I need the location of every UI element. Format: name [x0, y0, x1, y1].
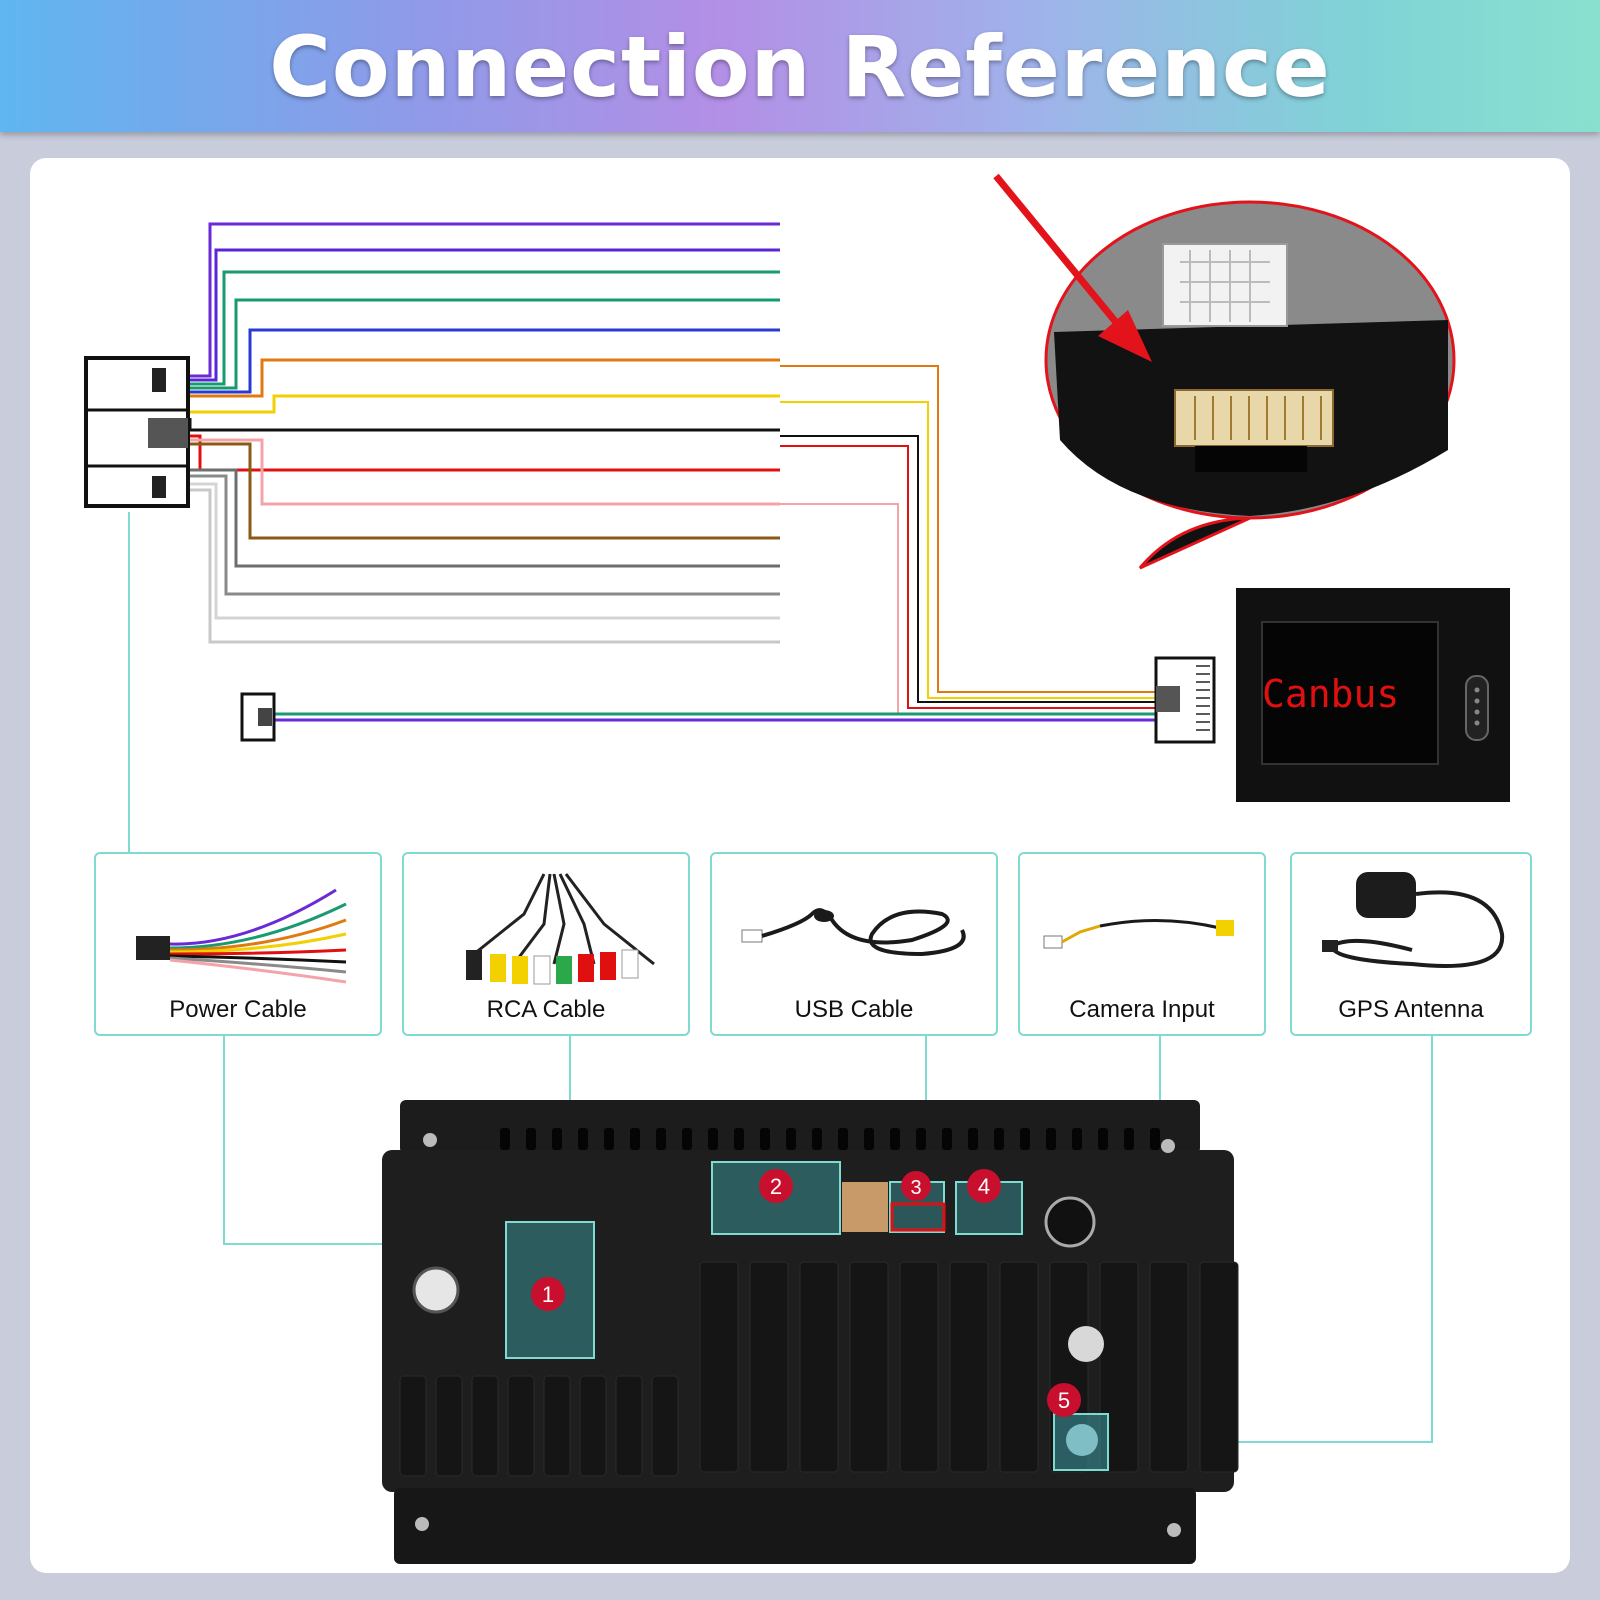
harness-wire [190, 442, 780, 540]
usb-cable-icon [741, 908, 966, 957]
harness-wire [190, 468, 780, 568]
card-power-cable-label: Power Cable [169, 996, 307, 1023]
heatsink-fin [1099, 1261, 1139, 1473]
canbus-wire [780, 435, 1156, 703]
port-badge-1: 1 [542, 1282, 554, 1307]
vent-slot [890, 1128, 900, 1150]
vent-slots [399, 1128, 1239, 1477]
vent-slot [526, 1128, 536, 1150]
harness-wire [190, 248, 780, 382]
heatsink-fin [543, 1375, 571, 1477]
card-rca-cable-label: RCA Cable [486, 996, 606, 1023]
vent-slot [630, 1128, 640, 1150]
vent-slot [656, 1128, 666, 1150]
harness-wire [190, 488, 780, 644]
heatsink-fin [471, 1375, 499, 1477]
canbus-plug [1154, 656, 1216, 744]
vent-slot [760, 1128, 770, 1150]
heatsink-fin [1199, 1261, 1239, 1473]
card-usb-cable[interactable]: USB Cable [710, 852, 998, 1036]
vent-slot [682, 1128, 692, 1150]
vent-slot [864, 1128, 874, 1150]
harness-wire [188, 418, 780, 432]
canbus-label: Canbus [1262, 672, 1400, 716]
vent-slot [968, 1128, 978, 1150]
title-banner: Connection Reference [0, 0, 1600, 132]
heatsink-fin [579, 1375, 607, 1477]
vent-slot [1072, 1128, 1082, 1150]
vent-slot [708, 1128, 718, 1150]
card-gps-antenna[interactable]: GPS Antenna [1290, 852, 1532, 1036]
canbus-wire [780, 445, 1156, 709]
harness-wire [190, 270, 780, 386]
port-badge-2: 2 [770, 1174, 782, 1199]
power-cable-icon [136, 888, 347, 984]
harness-wire [190, 222, 780, 378]
heatsink-fin [435, 1375, 463, 1477]
card-power-cable[interactable]: Power Cable [94, 852, 382, 1036]
heatsink-fin [749, 1261, 789, 1473]
harness-wire [190, 358, 780, 398]
vent-slot [604, 1128, 614, 1150]
heatsink-fin [1149, 1261, 1189, 1473]
heatsink-fin [949, 1261, 989, 1473]
port-badge-5: 5 [1058, 1388, 1070, 1413]
heatsink-fin [399, 1375, 427, 1477]
vent-slot [578, 1128, 588, 1150]
vent-slot [916, 1128, 926, 1150]
vent-slot [838, 1128, 848, 1150]
canbus-wire [780, 365, 1156, 693]
heatsink-fin [699, 1261, 739, 1473]
vent-slot [734, 1128, 744, 1150]
vent-slot [1124, 1128, 1134, 1150]
card-usb-cable-label: USB Cable [794, 996, 914, 1023]
canbus-wire [780, 503, 1156, 715]
vent-slot [1020, 1128, 1030, 1150]
card-rca-cable[interactable]: RCA Cable [402, 852, 690, 1036]
gps-antenna-icon [1322, 872, 1505, 968]
card-camera-input-label: Camera Input [1069, 996, 1215, 1023]
page-title: Connection Reference [269, 18, 1331, 116]
heatsink-fin [615, 1375, 643, 1477]
vent-slot [942, 1128, 952, 1150]
small-connector [240, 692, 276, 742]
harness-wire [190, 298, 780, 390]
vent-slot [500, 1128, 510, 1150]
heatsink-fin [507, 1375, 535, 1477]
head-unit-back [382, 1100, 1239, 1564]
vent-slot [1150, 1128, 1160, 1150]
port-badge-4: 4 [978, 1174, 990, 1199]
canbus-wire [780, 401, 1156, 699]
harness-connector [84, 356, 190, 508]
harness-wire [190, 438, 780, 506]
canbus-closeup-bubble [1044, 200, 1456, 570]
vent-slot [552, 1128, 562, 1150]
port-badges: 1 2 3 4 5 [531, 1169, 1081, 1417]
vent-slot [1098, 1128, 1108, 1150]
red-arrow [993, 173, 1152, 362]
vent-slot [786, 1128, 796, 1150]
heatsink-fin [849, 1261, 889, 1473]
vent-slot [994, 1128, 1004, 1150]
harness-wire [190, 482, 780, 620]
harness-wire [190, 394, 780, 414]
heatsink-fin [999, 1261, 1039, 1473]
vent-slot [1046, 1128, 1056, 1150]
canbus-box [1236, 588, 1510, 802]
card-gps-antenna-label: GPS Antenna [1338, 996, 1484, 1023]
heatsink-fin [899, 1261, 939, 1473]
port-badge-3: 3 [910, 1177, 921, 1199]
heatsink-fin [799, 1261, 839, 1473]
card-camera-input[interactable]: Camera Input [1018, 852, 1266, 1036]
harness-wires [188, 222, 1156, 722]
harness-wire [190, 474, 780, 596]
vent-slot [812, 1128, 822, 1150]
camera-cable-icon [1043, 919, 1234, 949]
rca-cable-icon [466, 873, 655, 985]
heatsink-fin [651, 1375, 679, 1477]
harness-wire [190, 434, 780, 472]
harness-wire [190, 328, 780, 394]
